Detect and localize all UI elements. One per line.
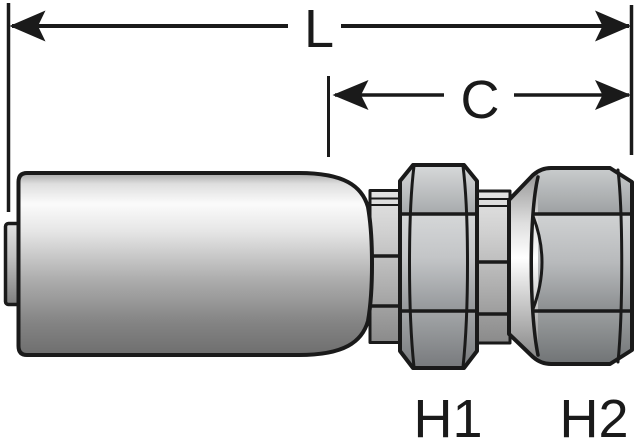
label-h1: H1 (413, 389, 482, 444)
dimension-c: C (327, 70, 631, 157)
c-arrowhead-left (332, 80, 369, 110)
serrated-collar-1 (368, 189, 402, 344)
dimension-l: L (6, 0, 634, 212)
l-arrowhead-right (595, 10, 631, 42)
coupling-drawing (3, 163, 634, 370)
crimp-ferrule (16, 171, 374, 357)
serrated-collar-2 (475, 189, 512, 345)
l-arrowhead-left (9, 10, 46, 42)
hex-nut-h1 (398, 163, 479, 370)
label-h2: H2 (559, 389, 628, 444)
label-c: C (461, 70, 500, 130)
label-l: L (304, 0, 334, 59)
c-arrowhead-right (595, 80, 631, 110)
female-swivel-nut-h2 (507, 166, 634, 366)
